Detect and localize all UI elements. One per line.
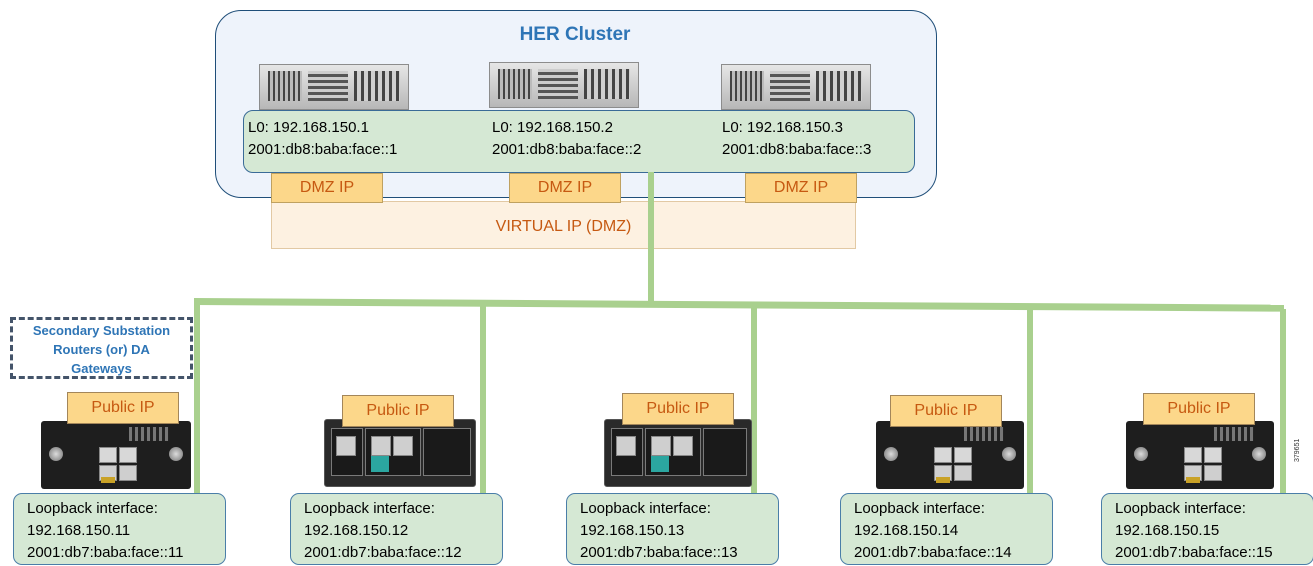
public-ip-3: Public IP — [622, 393, 734, 425]
loopback-box-3: Loopback interface: 192.168.150.13 2001:… — [566, 493, 779, 565]
secondary-label-line-2: Routers (or) DA — [53, 342, 150, 357]
drop-line-4 — [1027, 307, 1033, 496]
loopback-ipv4: 192.168.150.13 — [580, 522, 685, 539]
node-1-lo: L0: 192.168.150.1 — [248, 119, 369, 136]
backbone-line — [194, 298, 1284, 312]
loopback-strip: L0: 192.168.150.1 2001:db8:baba:face::1 … — [243, 110, 915, 173]
node-3-ipv6: 2001:db8:baba:face::3 — [722, 141, 872, 158]
loopback-ipv4: 192.168.150.15 — [1115, 522, 1220, 539]
node-3-lo: L0: 192.168.150.3 — [722, 119, 843, 136]
loopback-label: Loopback interface: — [27, 500, 158, 517]
loopback-ipv6: 2001:db7:baba:face::13 — [580, 544, 738, 561]
loopback-ipv6: 2001:db7:baba:face::12 — [304, 544, 462, 561]
router-3-icon — [604, 419, 752, 487]
public-ip-2: Public IP — [342, 395, 454, 427]
node-2-addresses: L0: 192.168.150.2 2001:db8:baba:face::2 — [492, 117, 641, 161]
loopback-label: Loopback interface: — [304, 500, 435, 517]
server-2-icon — [489, 62, 639, 108]
node-1-ipv6: 2001:db8:baba:face::1 — [248, 141, 398, 158]
dmz-ip-2: DMZ IP — [509, 173, 621, 203]
server-1-icon — [259, 64, 409, 110]
server-3-icon — [721, 64, 871, 110]
loopback-box-2: Loopback interface: 192.168.150.12 2001:… — [290, 493, 503, 565]
drop-line-3 — [751, 306, 757, 496]
cluster-title: HER Cluster — [519, 24, 631, 45]
loopback-ipv4: 192.168.150.11 — [27, 522, 131, 539]
cluster-uplink — [648, 172, 654, 304]
node-1-addresses: L0: 192.168.150.1 2001:db8:baba:face::1 — [248, 117, 397, 161]
drop-line-2 — [480, 304, 486, 496]
public-ip-1: Public IP — [67, 392, 179, 424]
drop-line-1 — [194, 302, 200, 496]
loopback-box-4: Loopback interface: 192.168.150.14 2001:… — [840, 493, 1053, 565]
loopback-label: Loopback interface: — [854, 500, 985, 517]
loopback-ipv4: 192.168.150.12 — [304, 522, 409, 539]
router-1-icon — [41, 421, 191, 489]
dmz-ip-1: DMZ IP — [271, 173, 383, 203]
loopback-label: Loopback interface: — [580, 500, 711, 517]
loopback-box-5: Loopback interface: 192.168.150.15 2001:… — [1101, 493, 1313, 565]
router-2-icon — [324, 419, 476, 487]
node-2-ipv6: 2001:db8:baba:face::2 — [492, 141, 642, 158]
loopback-label: Loopback interface: — [1115, 500, 1246, 517]
loopback-ipv4: 192.168.150.14 — [854, 522, 959, 539]
router-5-icon — [1126, 421, 1274, 489]
loopback-ipv6: 2001:db7:baba:face::14 — [854, 544, 1012, 561]
router-4-icon — [876, 421, 1024, 489]
secondary-label-line-1: Secondary Substation — [32, 323, 171, 338]
public-ip-5: Public IP — [1143, 393, 1255, 425]
dmz-ip-3: DMZ IP — [745, 173, 857, 203]
figure-id: 379651 — [1294, 438, 1301, 462]
drop-line-5 — [1280, 309, 1286, 496]
secondary-label-line-3: Gateways — [71, 361, 132, 376]
node-2-lo: L0: 192.168.150.2 — [492, 119, 613, 136]
public-ip-4: Public IP — [890, 395, 1002, 427]
loopback-box-1: Loopback interface: 192.168.150.11 2001:… — [13, 493, 226, 565]
virtual-ip-box: VIRTUAL IP (DMZ) — [271, 201, 856, 249]
secondary-substation-label: Secondary Substation Routers (or) DA Gat… — [10, 317, 193, 379]
node-3-addresses: L0: 192.168.150.3 2001:db8:baba:face::3 — [722, 117, 871, 161]
loopback-ipv6: 2001:db7:baba:face::15 — [1115, 544, 1273, 561]
loopback-ipv6: 2001:db7:baba:face::11 — [27, 544, 184, 561]
